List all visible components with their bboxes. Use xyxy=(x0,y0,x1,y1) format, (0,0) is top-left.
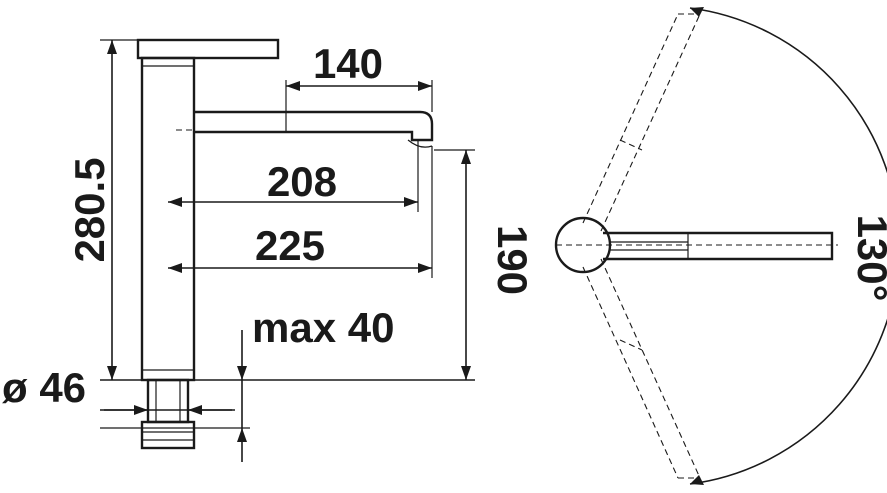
lever xyxy=(136,38,280,60)
label-46: ø 46 xyxy=(2,364,86,411)
top-view: 130° xyxy=(554,7,887,485)
dim-140: 140 xyxy=(285,40,433,112)
dim-max-40: max 40 xyxy=(237,304,394,462)
dim-208: 208 xyxy=(168,140,419,212)
swivel-arc xyxy=(689,7,887,485)
spout-swung-up xyxy=(582,13,701,232)
label-max-40: max 40 xyxy=(252,304,394,351)
dim-225: 225 xyxy=(168,146,433,278)
label-190: 190 xyxy=(489,225,536,295)
label-225: 225 xyxy=(255,222,325,269)
dim-280-5: 280.5 xyxy=(66,39,138,380)
tap-body xyxy=(140,56,196,382)
dim-190: 190 xyxy=(434,149,536,380)
spout-swung-down xyxy=(582,258,701,479)
label-140: 140 xyxy=(313,40,383,87)
side-view xyxy=(100,38,475,450)
shank xyxy=(146,378,190,424)
label-208: 208 xyxy=(267,158,337,205)
spout-center xyxy=(603,231,834,261)
dim-46: ø 46 xyxy=(2,364,232,415)
spout xyxy=(194,110,434,142)
mounting-nut xyxy=(140,420,196,450)
label-130: 130° xyxy=(849,215,887,302)
label-280-5: 280.5 xyxy=(66,157,113,262)
